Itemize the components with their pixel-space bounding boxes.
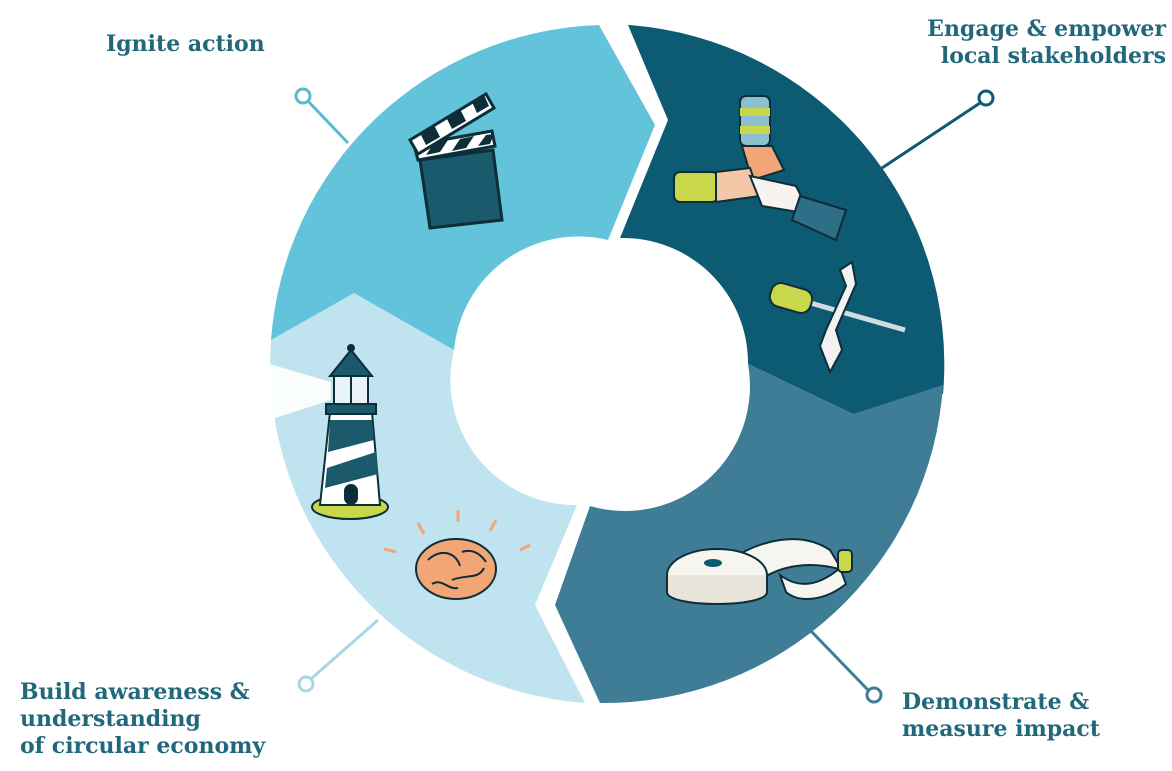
- segment-engage: [620, 25, 945, 414]
- segment-build: [270, 293, 585, 703]
- lighthouse-icon: [263, 344, 389, 520]
- label-build-awareness: Build awareness & understanding of circu…: [20, 679, 266, 759]
- connector-ignite: [294, 87, 350, 145]
- label-ignite-action: Ignite action: [106, 31, 265, 57]
- label-engage-empower: Engage & empower local stakeholders: [927, 16, 1166, 69]
- tape-measure-icon: [666, 538, 853, 605]
- clapperboard-icon: [407, 91, 504, 230]
- connector-engage: [881, 89, 995, 170]
- wrench-screwdriver-icon: [768, 260, 906, 375]
- connector-build: [297, 618, 379, 693]
- segment-demonstrate: [555, 364, 943, 704]
- label-demonstrate-impact: Demonstrate & measure impact: [902, 689, 1100, 742]
- hands-together-icon: [673, 95, 848, 242]
- connector-demonstrate: [808, 628, 883, 704]
- brain-icon: [383, 510, 531, 600]
